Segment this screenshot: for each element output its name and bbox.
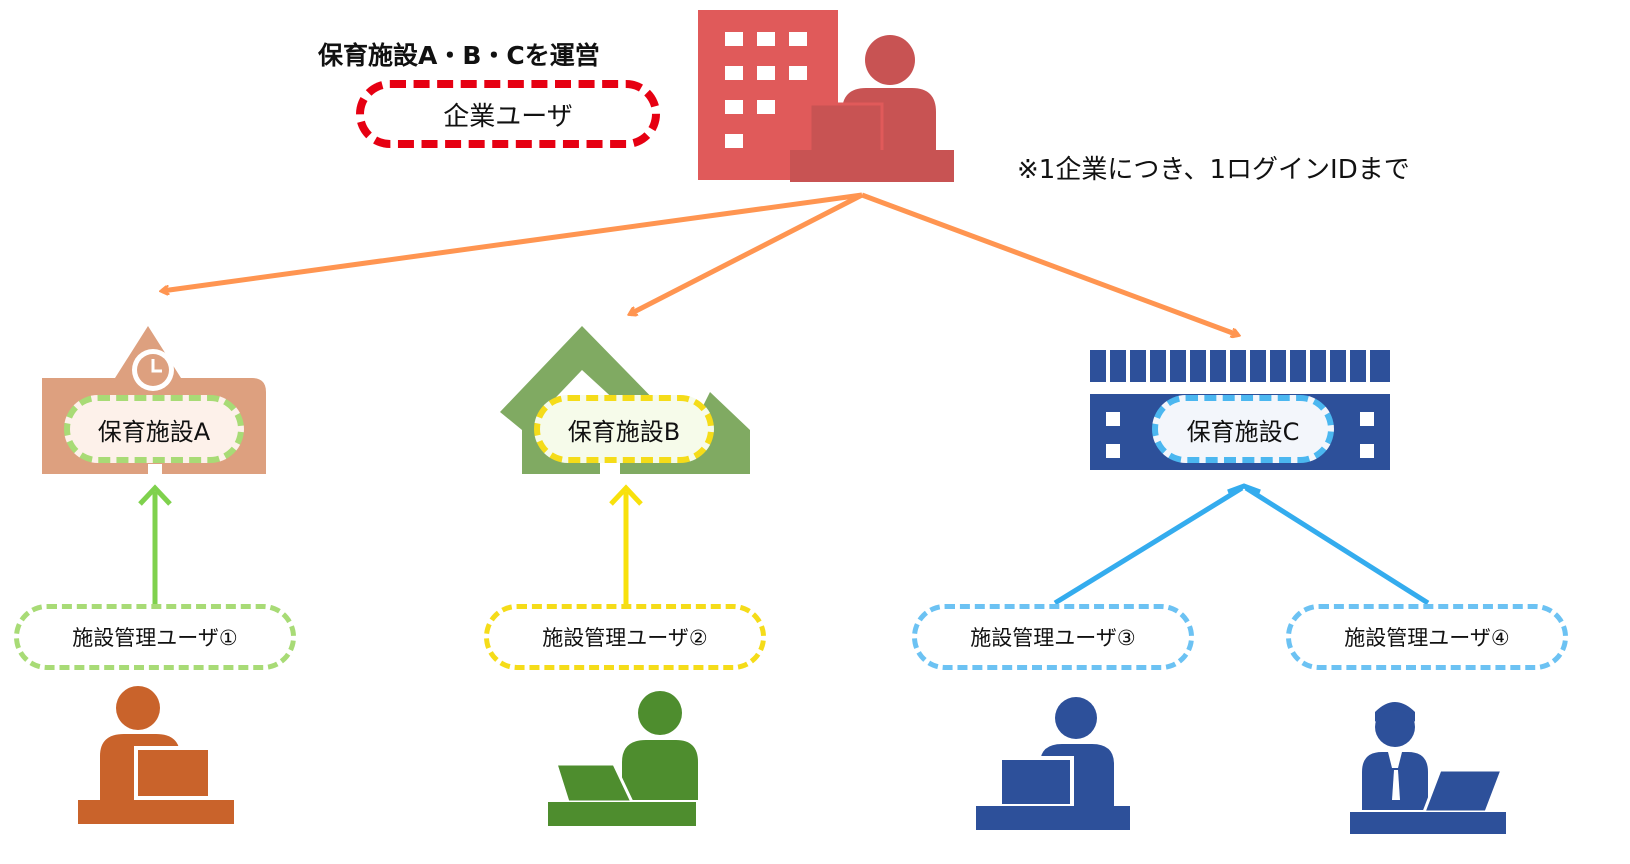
facility-b-label: 保育施設B [567, 417, 681, 446]
user-2-person-icon [548, 691, 698, 826]
facility-user-1-badge: 施設管理ユーザ① [14, 604, 296, 670]
facility-user-4-label: 施設管理ユーザ④ [1344, 626, 1510, 650]
login-limit-note: ※1企業につき、1ログインIDまで [1017, 155, 1410, 185]
company-building-icon [698, 10, 954, 182]
company-arrows [162, 192, 1238, 335]
facility-user-4-badge: 施設管理ユーザ④ [1286, 604, 1568, 670]
facility-c-label: 保育施設C [1186, 417, 1300, 446]
user-3-person-icon [976, 697, 1130, 830]
facility-user-2-badge: 施設管理ユーザ② [484, 604, 766, 670]
facility-user-1-label: 施設管理ユーザ① [72, 626, 238, 650]
facility-user-2-label: 施設管理ユーザ② [542, 626, 708, 650]
facility-user-3-badge: 施設管理ユーザ③ [912, 604, 1194, 670]
facility-user-arrows [138, 483, 1430, 606]
facility-user-3-label: 施設管理ユーザ③ [970, 626, 1136, 650]
user-1-person-icon [78, 686, 234, 824]
facility-b-badge: 保育施設B [534, 395, 714, 463]
company-user-label: 企業ユーザ [443, 101, 573, 132]
facility-a-label: 保育施設A [97, 417, 211, 446]
company-user-badge: 企業ユーザ [356, 80, 660, 148]
facility-a-badge: 保育施設A [64, 395, 244, 463]
company-operates-label: 保育施設A・B・Cを運営 [318, 41, 600, 70]
user-4-businessman-icon [1350, 702, 1506, 834]
facility-c-badge: 保育施設C [1152, 395, 1334, 463]
